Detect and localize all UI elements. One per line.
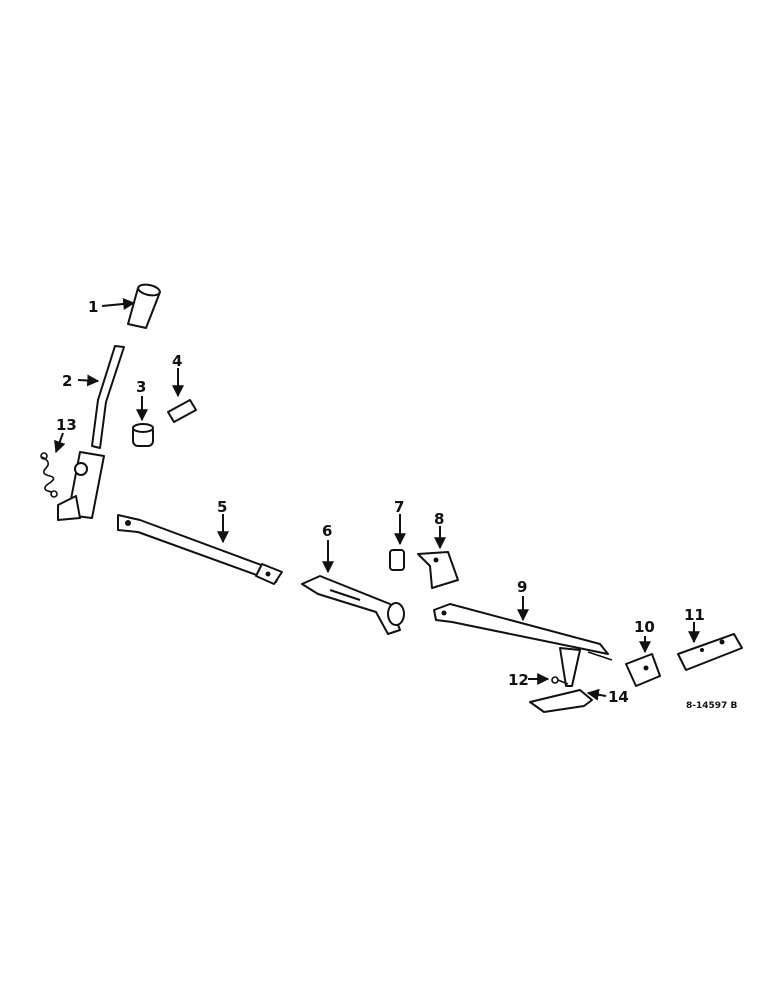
callout-8: 8: [434, 510, 444, 528]
part-9-rod-assembly: [433, 603, 613, 687]
callout-14: 14: [608, 688, 629, 706]
callout-7: 7: [394, 498, 404, 516]
callout-12: 12: [508, 671, 529, 689]
part-7-spacer: [389, 549, 405, 571]
callout-4: 4: [172, 352, 182, 370]
part-1-knob: [127, 283, 161, 329]
callout-6: 6: [322, 522, 332, 540]
part-6-bell-crank: [301, 575, 405, 635]
part-3-bushing: [132, 423, 154, 447]
part-12-cotter-pin: [551, 676, 569, 685]
callout-1: 1: [88, 298, 98, 316]
callout-5: 5: [217, 498, 227, 516]
part-4-pin: [167, 399, 197, 423]
callout-11: 11: [684, 606, 705, 624]
callout-10: 10: [634, 618, 655, 636]
callout-9: 9: [517, 578, 527, 596]
callout-arrows: [54, 298, 700, 701]
callout-3: 3: [136, 378, 146, 396]
part-2-lever: [57, 345, 125, 521]
part-13-spring: [40, 452, 58, 498]
reference-code: 8-14597 B: [686, 701, 737, 711]
part-10-clevis: [625, 653, 661, 687]
callout-2: 2: [62, 372, 72, 390]
part-8-bracket: [417, 551, 459, 589]
part-5-rod: [117, 514, 283, 585]
callout-13: 13: [56, 416, 77, 434]
part-14-plate: [529, 689, 593, 713]
part-11-link: [677, 633, 743, 671]
